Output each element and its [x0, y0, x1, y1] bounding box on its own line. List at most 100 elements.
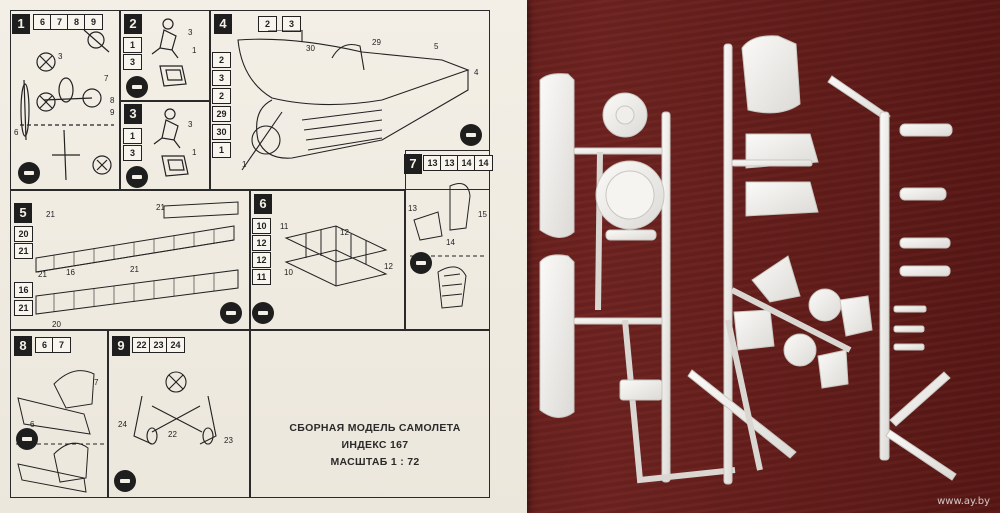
sprue-frame	[879, 111, 890, 461]
part-label: 9	[110, 108, 115, 117]
step-3-part: 1	[123, 128, 142, 144]
step-2-panel	[120, 10, 210, 102]
instruction-sheet: 1 6 7 8 9 3 7 8 9 6 2 1 3 3 1 3 1 3	[0, 0, 527, 513]
part-label: 22	[168, 430, 177, 439]
part-label: 21	[46, 210, 55, 219]
glue-icon	[252, 302, 274, 324]
step-6-part: 12	[252, 235, 271, 251]
strut-parts	[893, 123, 953, 351]
part-label: 14	[446, 238, 455, 247]
sprue-runner	[731, 159, 813, 167]
step-4-part: 3	[212, 70, 231, 86]
step-6-part: 11	[252, 269, 271, 285]
step-1-number: 1	[12, 14, 30, 34]
fin-part	[733, 309, 775, 351]
step-8-panel	[10, 330, 108, 498]
step-9-part: 24	[166, 337, 185, 353]
lower-wing-part	[539, 254, 575, 418]
step-9-number: 9	[112, 336, 130, 356]
sprue-runner	[725, 287, 852, 471]
step-2-number: 2	[124, 14, 142, 34]
part-label: 7	[104, 74, 109, 83]
part-label: 1	[192, 46, 197, 55]
part-label: 11	[280, 222, 289, 231]
part-label: 6	[30, 420, 35, 429]
part-label: 16	[66, 268, 75, 277]
step-4-panel	[210, 10, 490, 190]
landing-gear-part	[885, 429, 957, 481]
caption-title: СБОРНАЯ МОДЕЛЬ САМОЛЕТА	[289, 422, 461, 434]
step-4-number: 4	[214, 14, 232, 34]
caption-index: ИНДЕКС 167	[341, 439, 409, 451]
glue-icon	[114, 470, 136, 492]
glue-icon	[126, 76, 148, 98]
fuselage-assembly-diagram	[237, 30, 470, 171]
part-label: 12	[384, 262, 393, 271]
part-label: 1	[192, 148, 197, 157]
step-2-part: 1	[123, 37, 142, 53]
part-label: 24	[118, 420, 127, 429]
landing-gear-part	[889, 371, 951, 427]
rudder-fin-diagram	[410, 183, 486, 309]
step-7-part: 14	[474, 155, 493, 171]
caption-scale: МАСШТАБ 1 : 72	[330, 456, 420, 468]
part-label: 3	[188, 28, 193, 37]
propeller-part	[687, 369, 797, 459]
part-label: 3	[188, 120, 193, 129]
part-label: 21	[156, 203, 165, 212]
part-label: 6	[14, 128, 19, 137]
step-6-number: 6	[254, 194, 272, 214]
wing-assembly-diagram	[35, 201, 239, 315]
step-5-part: 20	[14, 226, 33, 242]
step-7-panel	[405, 150, 490, 330]
step-4-part: 2	[212, 52, 231, 68]
step-2-part: 3	[123, 54, 142, 70]
step-6-part: 10	[252, 218, 271, 234]
rudder-part	[751, 255, 801, 303]
part-label: 21	[130, 265, 139, 274]
step-4-part: 29	[212, 106, 231, 122]
part-label: 23	[224, 436, 233, 445]
step-9-panel	[108, 330, 250, 498]
step-4-part: 1	[212, 142, 231, 158]
step-1-part: 8	[67, 14, 86, 30]
propeller-engine-diagram	[20, 30, 114, 181]
part-label: 3	[58, 52, 63, 61]
sprue-runner	[595, 151, 736, 484]
step-6-part: 12	[252, 252, 271, 268]
sprue-frame	[723, 43, 733, 485]
part-label: 10	[284, 268, 293, 277]
part-label: 1	[242, 160, 247, 169]
part-label: 21	[38, 270, 47, 279]
part-label: 20	[52, 320, 61, 329]
step-1-panel	[10, 10, 120, 190]
step-8-part: 7	[52, 337, 71, 353]
part-label: 4	[474, 68, 479, 77]
part-label: 12	[340, 228, 349, 237]
glue-icon	[16, 428, 38, 450]
wheel-part	[808, 288, 842, 322]
step-5-part: 21	[14, 243, 33, 259]
sprue-frame	[573, 317, 671, 325]
part-label: 15	[478, 210, 487, 219]
sprue-frame	[573, 147, 671, 155]
upper-wing-part	[539, 73, 575, 238]
step-4-part: 30	[212, 124, 231, 140]
step-5-part: 21	[14, 300, 33, 316]
step-5-panel	[10, 190, 250, 330]
step-4-top-part: 2	[258, 16, 277, 32]
part-label: 13	[408, 204, 417, 213]
step-1-part: 9	[84, 14, 103, 30]
plastic-sprues	[539, 35, 957, 485]
step-7-number: 7	[404, 154, 422, 174]
step-5-part: 16	[14, 282, 33, 298]
pilot-seat-diagram-2	[153, 108, 189, 177]
glue-icon	[126, 166, 148, 188]
glue-icon	[460, 124, 482, 146]
tailplane-diagram	[284, 225, 388, 287]
kit-caption: СБОРНАЯ МОДЕЛЬ САМОЛЕТА ИНДЕКС 167 МАСШТ…	[260, 420, 490, 471]
watermark: www.ay.by	[937, 496, 990, 507]
small-part	[605, 229, 657, 241]
engine-cowling-part	[595, 160, 665, 230]
step-8-number: 8	[14, 336, 32, 356]
